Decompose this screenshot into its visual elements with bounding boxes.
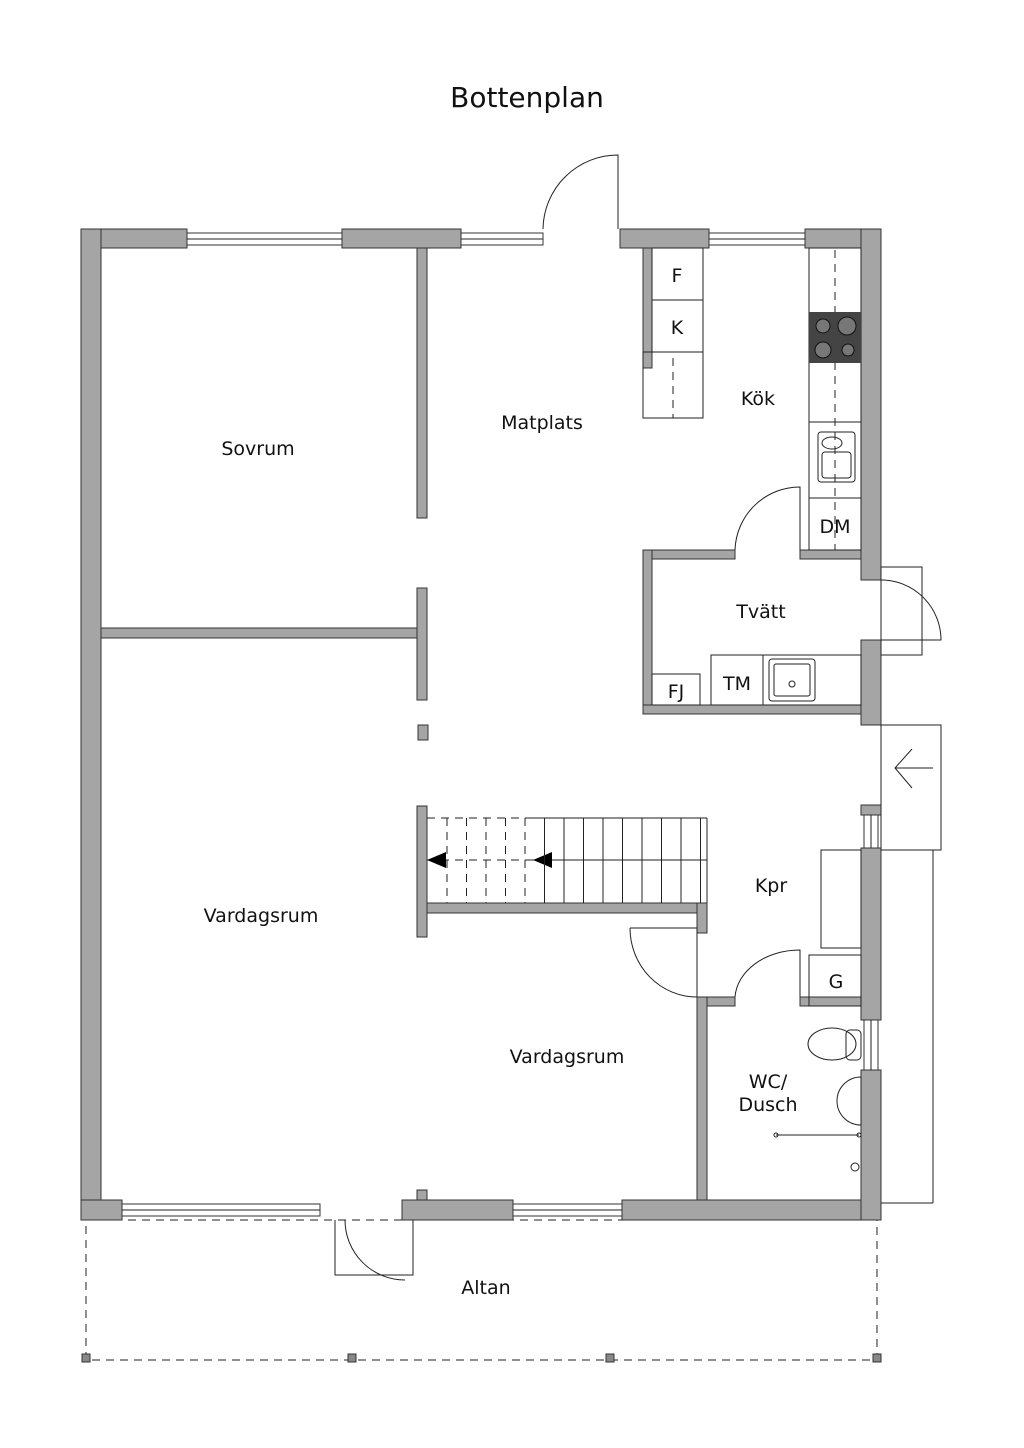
room-tvatt: Tvätt bbox=[735, 601, 785, 623]
room-vardagsrum-2: Vardagsrum bbox=[510, 1046, 625, 1068]
laundry-sink-icon bbox=[768, 658, 816, 702]
staircase bbox=[427, 817, 708, 903]
kitchen-sink-icon bbox=[817, 431, 856, 483]
room-altan: Altan bbox=[461, 1277, 510, 1299]
laundry-fixtures bbox=[651, 654, 862, 706]
hall-fixtures bbox=[773, 849, 862, 1172]
freezer-label: K bbox=[671, 317, 684, 339]
interior-walls bbox=[100, 247, 862, 1201]
shower-head-icon bbox=[850, 1162, 860, 1172]
fridge-label: F bbox=[672, 265, 683, 287]
g-label: G bbox=[829, 971, 844, 993]
room-wc-line2: Dusch bbox=[738, 1094, 797, 1116]
dishwasher-label: DM bbox=[819, 516, 850, 538]
stair-arrow-icon bbox=[533, 852, 552, 868]
exterior-walls bbox=[80, 228, 882, 1221]
room-kpr: Kpr bbox=[755, 875, 788, 897]
room-vardagsrum: Vardagsrum bbox=[204, 905, 319, 927]
toilet-icon bbox=[807, 1027, 857, 1061]
stair-arrow-icon bbox=[427, 852, 446, 868]
doors bbox=[334, 154, 942, 1281]
entrance bbox=[880, 724, 942, 1204]
kitchen-fixtures bbox=[642, 247, 862, 551]
windows bbox=[121, 232, 879, 1217]
washer-label: TM bbox=[722, 673, 751, 695]
plan-title: Bottenplan bbox=[450, 81, 604, 114]
fj-label: FJ bbox=[668, 681, 685, 703]
room-matplats: Matplats bbox=[501, 412, 583, 434]
room-wc-line1: WC/ bbox=[749, 1071, 788, 1093]
washbasin-icon bbox=[836, 1076, 862, 1126]
room-kok: Kök bbox=[741, 388, 775, 410]
room-sovrum: Sovrum bbox=[221, 438, 294, 460]
